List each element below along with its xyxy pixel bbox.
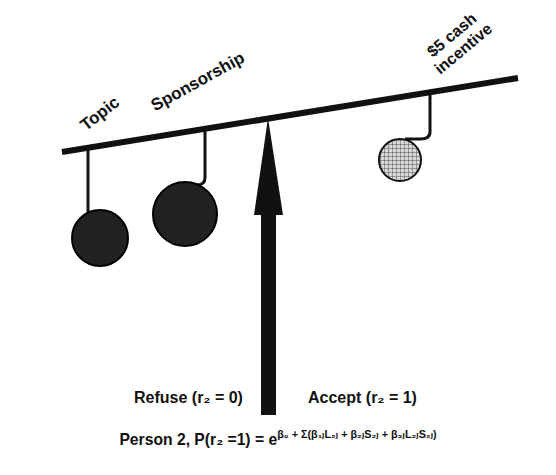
formula-line: Person 2, P(r₂ =1) = eβ₀ + Σ(β₁ⱼL₂ⱼ + β₂… (0, 428, 556, 449)
beam-label: Sponsorship (148, 48, 248, 115)
formula-text: Person 2, P(r₂ =1) = e (119, 431, 277, 448)
outcome-label: Accept (r₂ = 1) (308, 389, 417, 407)
fulcrum (254, 118, 283, 415)
formula-exponent: β₀ + Σ(β₁ⱼL₂ⱼ + β₂ⱼS₂ⱼ + β₃ⱼL₂ⱼS₂ⱼ) (277, 428, 436, 440)
beam-label: Topic (77, 93, 124, 136)
beam-label: $5 cash incentive (419, 5, 498, 79)
incentive-weight (379, 139, 421, 181)
balance-beam (62, 78, 518, 152)
topic-weight (72, 210, 128, 266)
sponsorship-weight (153, 182, 217, 246)
weight-hook (196, 129, 205, 185)
weight-hook (87, 148, 90, 214)
weight-hook (405, 92, 430, 139)
outcome-label: Refuse (r₂ = 0) (134, 389, 243, 407)
